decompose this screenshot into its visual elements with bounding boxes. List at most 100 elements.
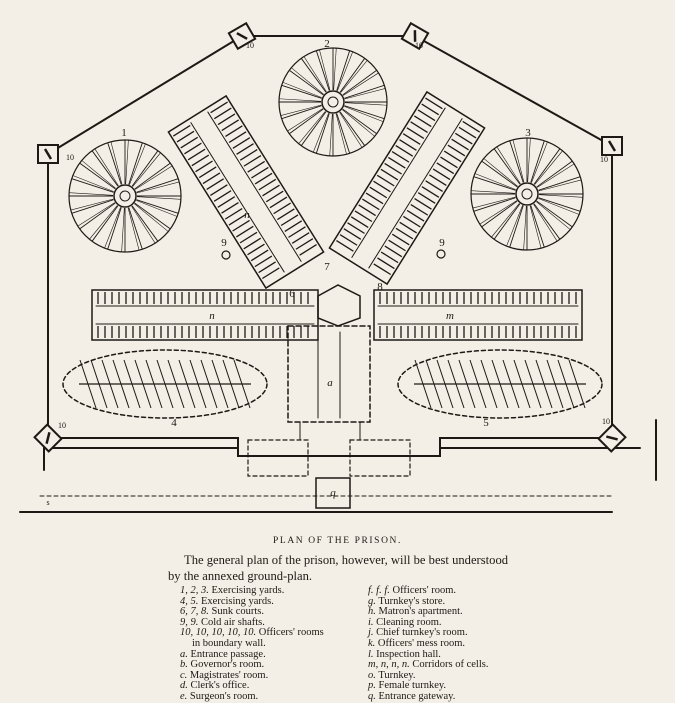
cell-row <box>299 244 317 256</box>
figure-caption: PLAN OF THE PRISON. <box>273 536 402 546</box>
exercising-yard-2-spoke <box>344 84 385 99</box>
cell-row <box>451 138 469 151</box>
label-corridor-n-diagonal: n <box>244 209 250 221</box>
cell-row <box>254 255 273 268</box>
exercising-yard-1-spoke <box>91 205 119 242</box>
cell-row <box>425 180 443 192</box>
cell-wing-right-horizontal <box>373 289 583 341</box>
exercising-yard-1-hub <box>113 184 137 208</box>
officers-room-tower <box>413 30 417 42</box>
exercising-yard-3-spoke <box>533 203 561 240</box>
cell-row <box>376 174 395 187</box>
cell-row <box>380 168 399 181</box>
exercising-yard-2-hub-inner <box>327 96 339 108</box>
cell-row <box>291 232 310 244</box>
cell-row <box>417 192 436 204</box>
exercising-yard-1-spoke <box>136 196 181 200</box>
cell-row <box>432 168 451 181</box>
cell-row <box>429 174 447 187</box>
cell-row <box>250 249 269 262</box>
cell-row <box>403 215 421 228</box>
cell-row <box>384 245 403 258</box>
label-yard-2: 2 <box>324 38 330 50</box>
cell-row <box>339 234 358 246</box>
exercising-yard-2-spoke <box>340 60 368 93</box>
legend-item: e. Surgeon's room. <box>180 690 259 702</box>
cell-row <box>239 231 258 244</box>
exercising-yard-1-spoke <box>77 202 116 227</box>
cell-row <box>195 160 213 173</box>
exercising-yard-1-spoke <box>136 181 180 194</box>
cell-row <box>288 226 306 238</box>
exercising-yard-2-spoke <box>342 72 379 96</box>
exercising-yard-2-spoke <box>344 88 386 100</box>
cell-row <box>350 216 369 228</box>
cell-row <box>395 227 414 240</box>
cell-row <box>184 142 202 155</box>
cell-row <box>273 202 291 215</box>
legend-item: a. Entrance passage. <box>180 648 266 660</box>
legend-item: j. Chief turnkey's room. <box>368 627 468 639</box>
exercising-yard-2-hub <box>321 90 345 114</box>
exercising-yard-3-spoke <box>472 196 516 209</box>
label-rooms-10-left: 10 <box>66 153 74 162</box>
exercising-yard-5 <box>397 349 603 419</box>
cell-row <box>213 107 232 120</box>
cell-row <box>180 136 199 149</box>
cell-row <box>254 172 273 185</box>
exercising-yard-3-spoke <box>506 205 523 247</box>
cell-row <box>258 261 276 274</box>
central-hub <box>317 284 361 327</box>
exercising-yard-3-spoke <box>512 139 525 183</box>
cell-row <box>406 209 425 222</box>
exercising-yard-1-spoke <box>107 142 122 185</box>
exercising-yard-2-spoke <box>279 98 322 102</box>
officers-room-tower <box>607 140 617 152</box>
legend-item: l. Inspection hall. <box>368 648 441 660</box>
cell-row <box>380 251 399 264</box>
cell-row <box>206 178 224 191</box>
cell-row <box>187 148 206 161</box>
legend-item: 1, 2, 3. Exercising yards. <box>180 585 285 596</box>
cell-row <box>217 113 236 126</box>
cell-row <box>410 203 429 216</box>
cell-row <box>258 178 277 191</box>
exercising-yard-1-spoke <box>134 165 173 190</box>
cell-row <box>176 130 195 143</box>
exercising-yard-1-spoke <box>107 207 122 250</box>
cell-row <box>414 198 432 210</box>
label-rooms-10-top-left: 10 <box>246 41 254 50</box>
exercising-yard-4 <box>62 349 268 419</box>
cold-air-shaft <box>221 250 231 260</box>
exercising-yard-3-spoke <box>538 198 580 215</box>
label-court-8: 8 <box>377 281 383 293</box>
label-yard-5: 5 <box>483 417 489 429</box>
cell-row <box>284 220 303 232</box>
legend-item: g. Turnkey's store. <box>368 595 446 607</box>
exercising-yard-2-spoke <box>319 49 331 91</box>
cell-row <box>347 222 365 234</box>
cell-row <box>269 196 288 209</box>
label-yard-3: 3 <box>525 127 531 139</box>
label-gateway-q: q <box>330 487 336 499</box>
exercising-yard-3-spoke <box>527 138 531 183</box>
exercising-yard-3-spoke <box>473 176 516 191</box>
exercising-yard-2-spoke <box>280 104 322 116</box>
exercising-yard-2-spoke <box>300 111 327 146</box>
exercising-yard-2-spoke <box>335 113 347 155</box>
exercising-yard-3-spoke <box>531 141 548 183</box>
exercising-yard-1-spoke <box>131 205 156 244</box>
cell-row <box>388 239 406 252</box>
exercising-yard-2-spoke <box>344 105 385 120</box>
label-corridor-n-left: n <box>209 310 215 322</box>
exercising-yard-3-spoke <box>481 160 518 188</box>
exercising-yard-1-spoke <box>89 205 118 240</box>
cell-row <box>384 162 402 175</box>
cell-row <box>239 149 258 161</box>
intro-paragraph: The general plan of the prison, however,… <box>168 552 568 584</box>
exercising-yard-3-spoke <box>523 205 527 250</box>
exercising-yard-1-spoke <box>81 160 116 189</box>
exercising-yard-1-spoke <box>94 148 119 187</box>
label-shaft-9-right: 9 <box>439 237 445 249</box>
legend-item: c. Magistrates' room. <box>180 669 269 681</box>
